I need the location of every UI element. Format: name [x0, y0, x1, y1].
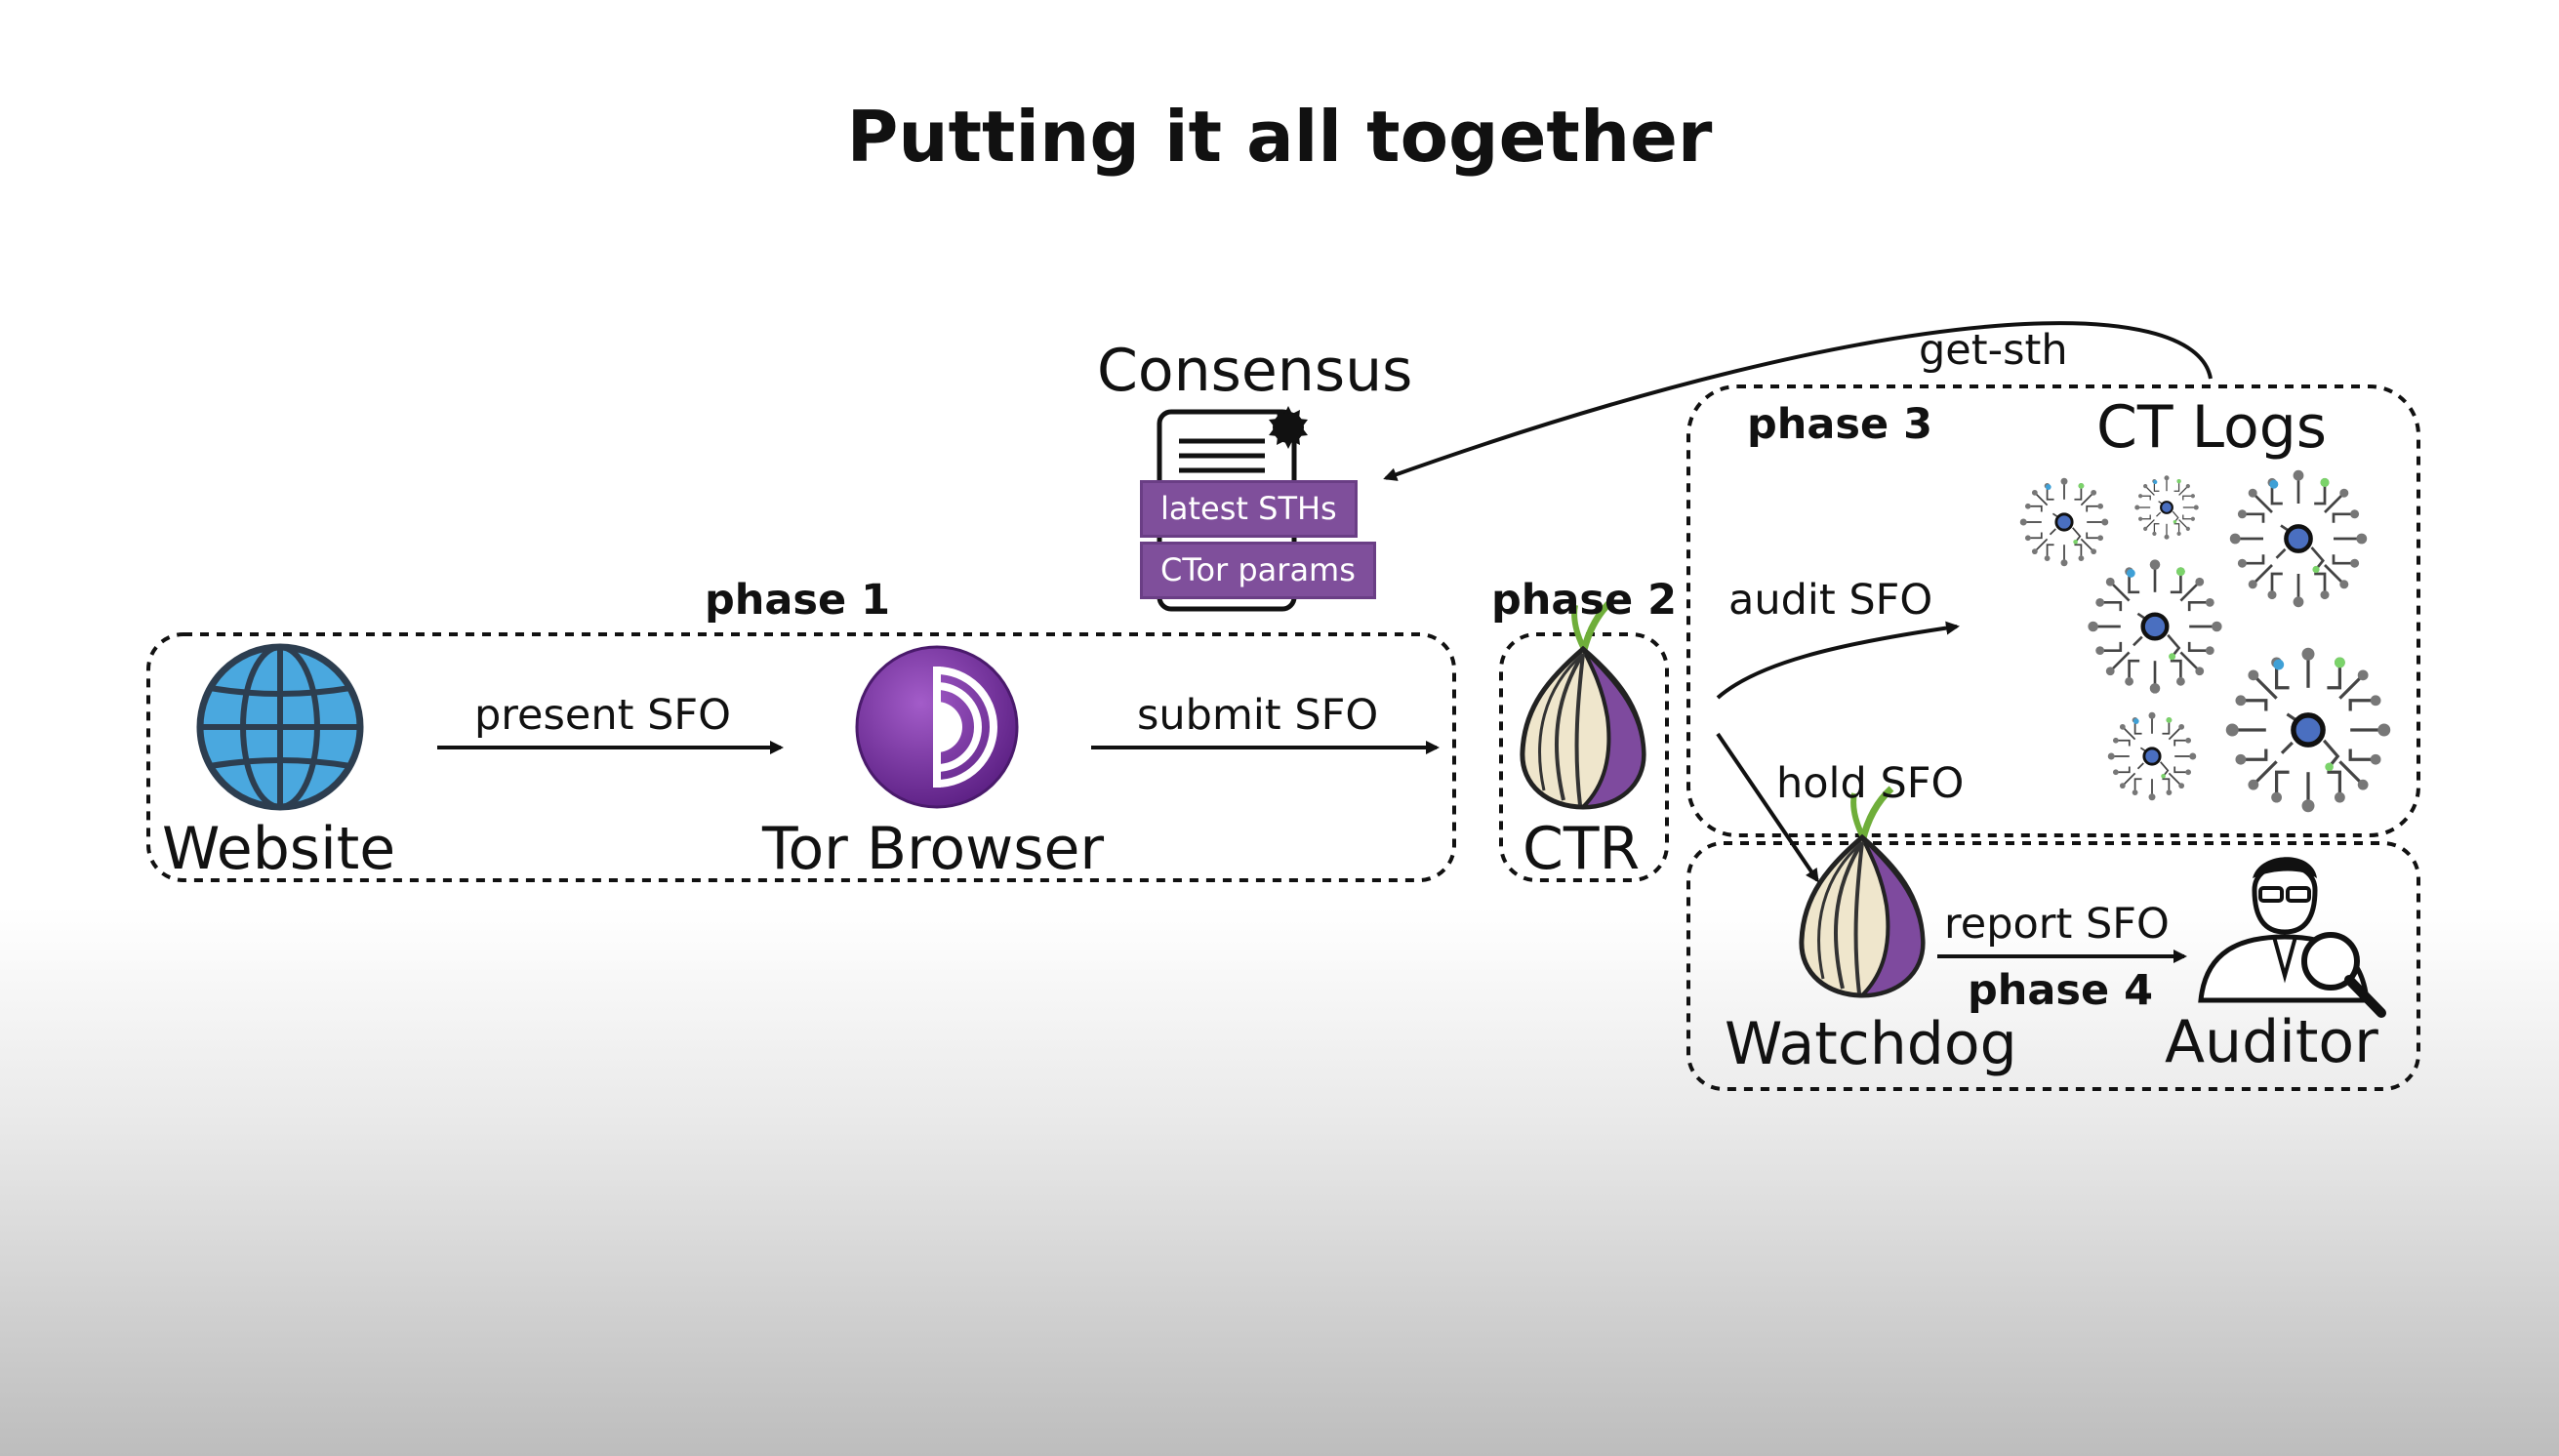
onion-icon — [1802, 789, 1923, 995]
watchdog-label: Watchdog — [1725, 1010, 2017, 1078]
auditor-label: Auditor — [2165, 1008, 2378, 1076]
phase-2-label: phase 2 — [1491, 576, 1678, 625]
audit-sfo-label: audit SFO — [1728, 576, 1933, 625]
ctr-label: CTR — [1523, 815, 1641, 883]
phase4-box — [1686, 841, 2420, 1091]
ct-log-server-icon — [2088, 559, 2221, 693]
hold-sfo-arrow — [1716, 732, 1819, 883]
phase-1-label: phase 1 — [705, 576, 891, 625]
consensus-item-latest-sths: latest STHs — [1140, 480, 1358, 538]
consensus-label: Consensus — [1097, 337, 1413, 405]
hold-sfo-label: hold SFO — [1776, 759, 1965, 808]
ct-log-server-icon — [2106, 710, 2198, 802]
auditor-person-icon — [2198, 857, 2386, 1018]
tor-browser-icon — [855, 645, 1019, 809]
report-sfo-label: report SFO — [1944, 900, 2170, 949]
onion-icon — [1523, 600, 1644, 807]
ct-logs-label: CT Logs — [2096, 393, 2328, 462]
phase1-box — [146, 632, 1456, 882]
globe-icon — [196, 643, 364, 811]
phase3-box — [1686, 384, 2420, 837]
get-sth-arrow — [1383, 321, 2213, 481]
slide-title: Putting it all together — [846, 96, 1713, 178]
website-label: Website — [162, 815, 396, 883]
consensus-item-ctor-params: CTor params — [1140, 542, 1376, 599]
phase2-box — [1499, 632, 1669, 882]
phase-3-label: phase 3 — [1747, 400, 1933, 449]
submit-sfo-label: submit SFO — [1137, 691, 1379, 740]
ct-log-server-icon — [2018, 476, 2110, 568]
get-sth-label: get-sth — [1919, 326, 2068, 375]
ct-log-server-icon — [2226, 648, 2390, 812]
present-sfo-label: present SFO — [474, 691, 731, 740]
ct-log-server-icon — [2133, 474, 2200, 541]
audit-sfo-arrow — [1716, 621, 1960, 700]
tor-browser-label: Tor Browser — [762, 815, 1105, 883]
ct-log-server-icon — [2230, 470, 2367, 607]
phase-4-label: phase 4 — [1968, 966, 2154, 1015]
